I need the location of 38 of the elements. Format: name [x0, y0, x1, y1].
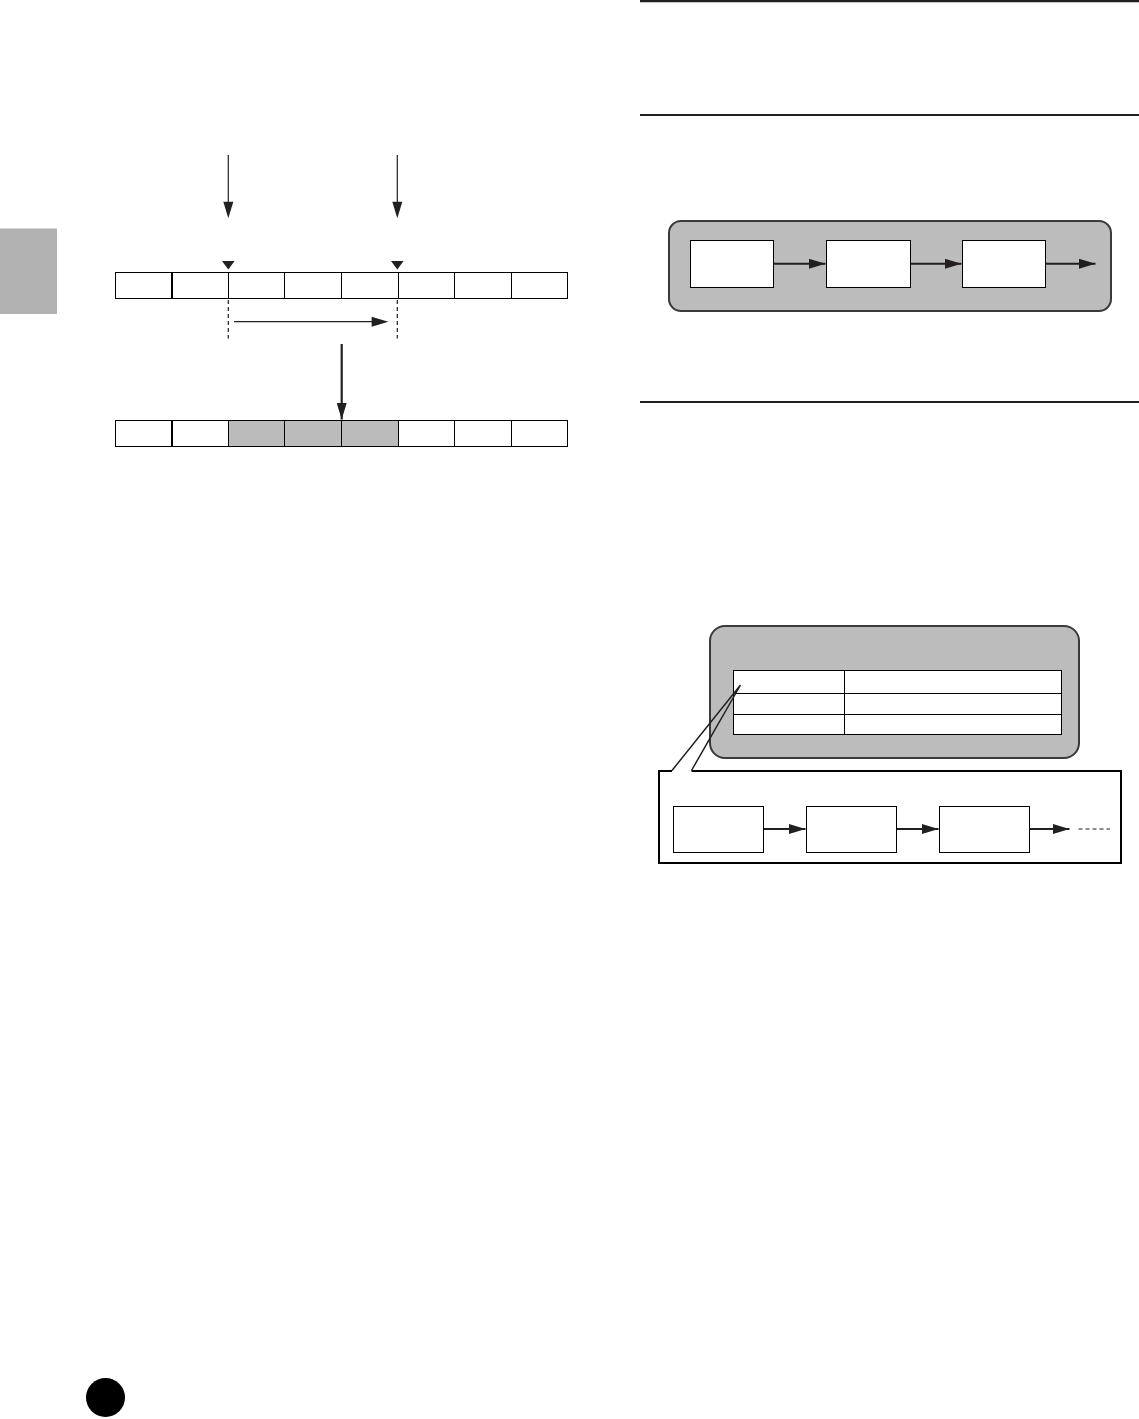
arrow: [336, 344, 347, 420]
process-box: [961, 240, 1046, 288]
rounded-panel: [708, 625, 1080, 759]
strip-cell: [227, 419, 285, 447]
arrow: [774, 258, 826, 269]
arrow: [910, 258, 962, 269]
table-cell: [732, 713, 844, 735]
strip-cell: [454, 419, 511, 447]
strip-cell: [454, 271, 511, 299]
table-cell: [843, 713, 1062, 735]
arrow: [1046, 258, 1096, 269]
strip-cell: [227, 271, 285, 299]
strip-cell: [341, 271, 398, 299]
strip-cell: [284, 419, 341, 447]
process-box: [938, 805, 1030, 853]
process-box: [689, 240, 774, 288]
strip-cell: [284, 271, 341, 299]
arrow: [764, 824, 806, 834]
arrow: [897, 824, 939, 834]
strip-cell: [341, 419, 398, 447]
process-box: [825, 240, 911, 288]
table-cell: [843, 669, 1062, 693]
arrow: [1029, 824, 1070, 834]
strip-cell: [171, 271, 228, 299]
strip-cell: [510, 271, 568, 299]
strip-cell: [397, 271, 455, 299]
rounded-panel: [667, 220, 1112, 312]
table-cell: [843, 692, 1062, 714]
table-cell: [732, 669, 844, 693]
callout-box: [658, 769, 1122, 864]
process-box: [805, 805, 897, 853]
strip-cell: [397, 419, 455, 447]
strip-cell: [171, 419, 228, 447]
strip-cell: [114, 419, 172, 447]
process-box: [672, 805, 764, 853]
strip-cell: [114, 271, 172, 299]
strip-cell: [510, 419, 568, 447]
table-cell: [732, 692, 844, 714]
